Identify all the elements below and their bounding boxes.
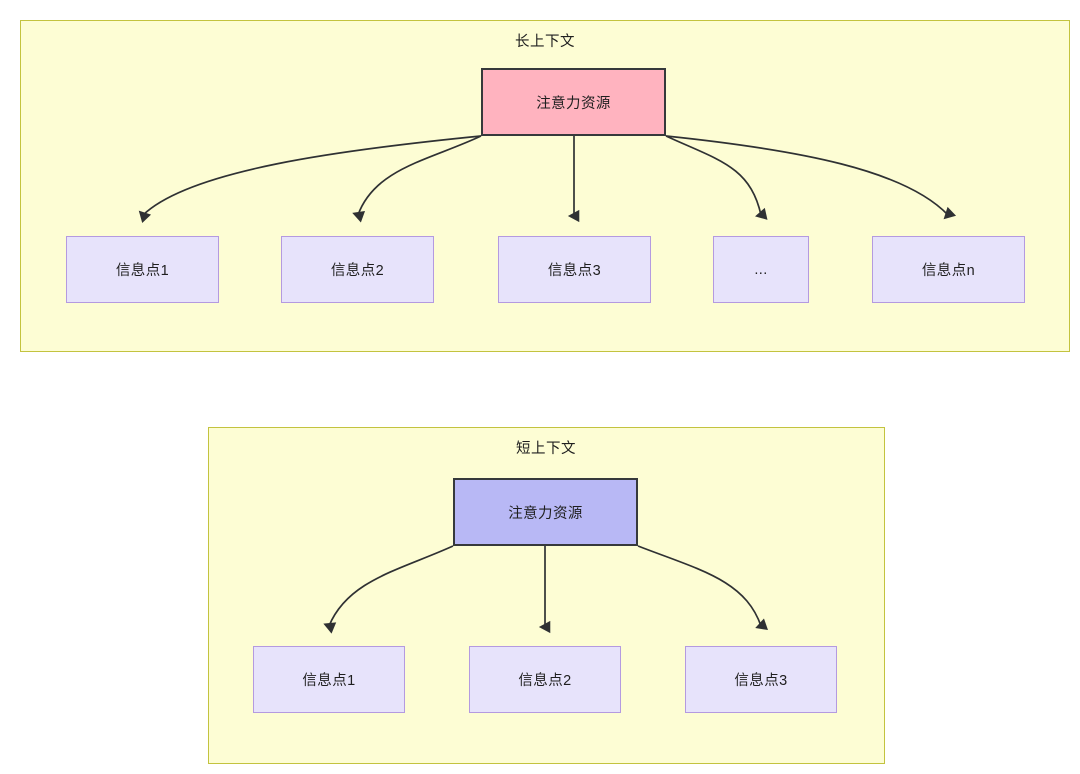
node-short-info-3[interactable]: 信息点3 [685,646,837,713]
node-long-info-ellipsis[interactable]: ... [713,236,809,303]
node-long-attention-resource[interactable]: 注意力资源 [481,68,666,136]
node-long-info-1[interactable]: 信息点1 [66,236,219,303]
panel-short-context-title: 短上下文 [516,441,576,457]
node-long-info-2[interactable]: 信息点2 [281,236,434,303]
node-short-info-2[interactable]: 信息点2 [469,646,621,713]
node-short-attention-resource[interactable]: 注意力资源 [453,478,638,546]
node-short-info-1[interactable]: 信息点1 [253,646,405,713]
panel-long-context-title: 长上下文 [515,34,575,50]
node-long-info-3[interactable]: 信息点3 [498,236,651,303]
node-long-info-n[interactable]: 信息点n [872,236,1025,303]
